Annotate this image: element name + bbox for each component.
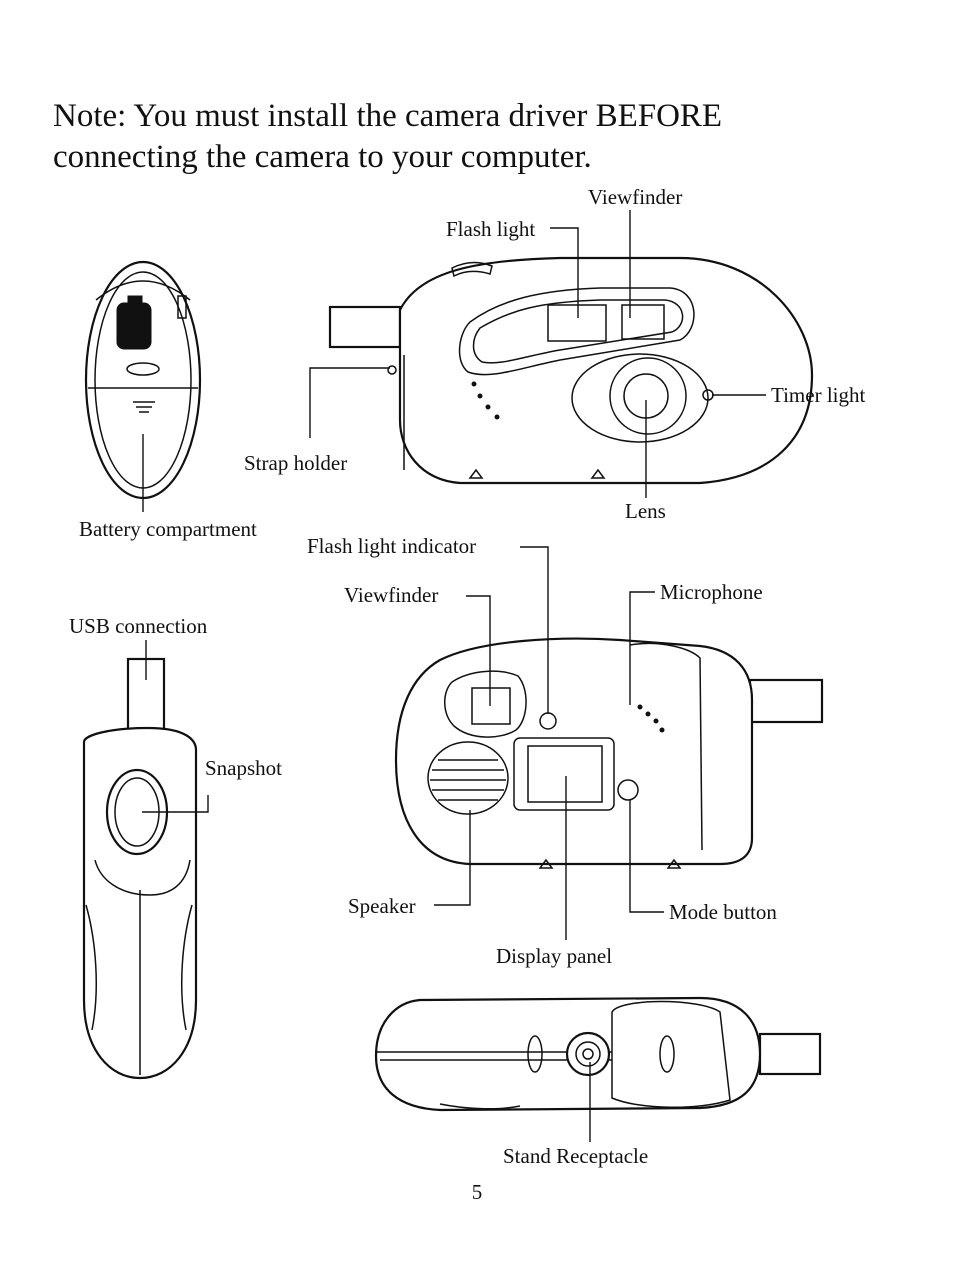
installation-note: Note: You must install the camera driver… [53, 96, 913, 178]
camera-bottom-view [374, 996, 822, 1112]
label-lens: Lens [625, 499, 666, 523]
label-mode-button: Mode button [669, 900, 777, 924]
label-microphone: Microphone [660, 580, 763, 604]
label-flash-light-indicator: Flash light indicator [307, 534, 476, 558]
label-battery-compartment: Battery compartment [79, 517, 257, 541]
label-stand-receptacle: Stand Receptacle [503, 1144, 648, 1168]
camera-back-view [394, 637, 824, 869]
label-speaker: Speaker [348, 894, 416, 918]
label-display-panel: Display panel [496, 944, 612, 968]
label-viewfinder-front: Viewfinder [588, 185, 682, 209]
label-viewfinder-back: Viewfinder [344, 583, 438, 607]
camera-front-view [328, 256, 814, 485]
label-flash-light: Flash light [446, 217, 535, 241]
camera-edge-view [82, 657, 198, 1080]
note-line-2: connecting the camera to your computer. [53, 139, 592, 175]
note-line-1: Note: You must install the camera driver… [53, 98, 723, 134]
label-usb-connection: USB connection [69, 614, 208, 638]
label-snapshot: Snapshot [205, 756, 282, 780]
label-timer-light: Timer light [771, 383, 865, 407]
page-number: 5 [471, 1180, 483, 1204]
leader-lines [142, 210, 766, 1142]
label-strap-holder: Strap holder [244, 451, 347, 475]
camera-side-view [84, 260, 202, 500]
